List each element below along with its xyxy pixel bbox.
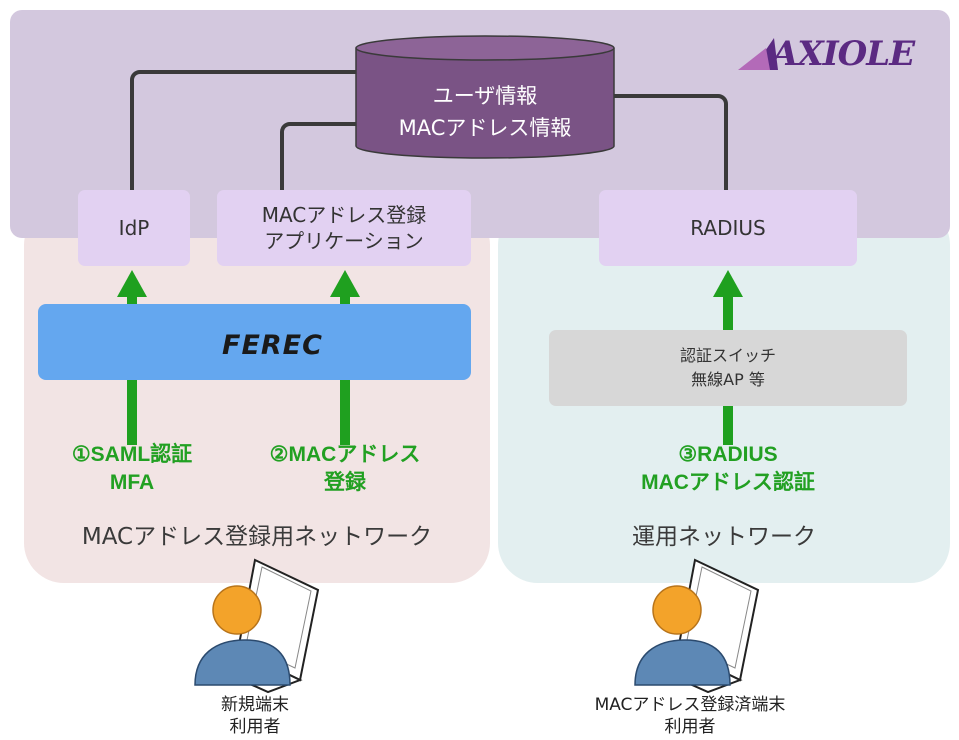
database-line1: ユーザ情報: [432, 84, 538, 108]
radius-label: RADIUS: [690, 216, 766, 240]
operational-network-label: 運用ネットワーク: [632, 524, 816, 550]
new-user-line1: 新規端末: [221, 695, 289, 715]
mac-registration-app-box: MACアドレス登録 アプリケーション: [217, 190, 471, 266]
auth-switch-box: 認証スイッチ 無線AP 等: [549, 330, 907, 406]
step3-label: ③RADIUS MACアドレス認証: [608, 441, 848, 497]
idp-label: IdP: [118, 216, 150, 240]
registered-user-line2: 利用者: [664, 717, 716, 737]
registration-network-label: MACアドレス登録用ネットワーク: [81, 524, 433, 550]
ferec-logo-text: FEREC: [222, 330, 323, 361]
mac-app-line2: アプリケーション: [264, 229, 424, 253]
step2-label: ②MACアドレス 登録: [245, 441, 445, 497]
switch-line2: 無線AP 等: [691, 370, 765, 389]
new-user-line2: 利用者: [229, 717, 281, 737]
new-user-figure: [194, 558, 320, 694]
database-cylinder: [355, 35, 615, 159]
registration-network-zone: [24, 205, 490, 583]
registered-user-figure: [634, 558, 760, 694]
step3-line1: ③RADIUS: [678, 443, 778, 466]
db-to-idp-line: [130, 70, 356, 190]
switch-line1: 認証スイッチ: [679, 346, 776, 365]
step1-line2: MFA: [109, 471, 155, 494]
step3-line2: MACアドレス認証: [641, 471, 815, 494]
new-user-label: 新規端末 利用者: [180, 694, 330, 738]
step1-line1: ①SAML認証: [71, 443, 193, 466]
registered-user-label: MACアドレス登録済端末 利用者: [560, 694, 820, 738]
step2-line1: ②MACアドレス: [269, 443, 421, 466]
database-label: ユーザ情報 MACアドレス情報: [356, 80, 614, 144]
registered-user-line1: MACアドレス登録済端末: [594, 695, 786, 715]
database-line2: MACアドレス情報: [398, 116, 572, 140]
step2-line2: 登録: [324, 471, 366, 494]
db-to-macapp-line: [280, 122, 356, 190]
ferec-bar: [38, 304, 471, 380]
idp-box: IdP: [78, 190, 190, 266]
step1-label: ①SAML認証 MFA: [42, 441, 222, 497]
axiole-logo: AXIOLE: [772, 34, 915, 74]
mac-app-line1: MACアドレス登録: [261, 203, 427, 227]
radius-box: RADIUS: [599, 190, 857, 266]
db-to-radius-line: [614, 94, 728, 190]
axiole-logo-mark: [738, 38, 778, 70]
